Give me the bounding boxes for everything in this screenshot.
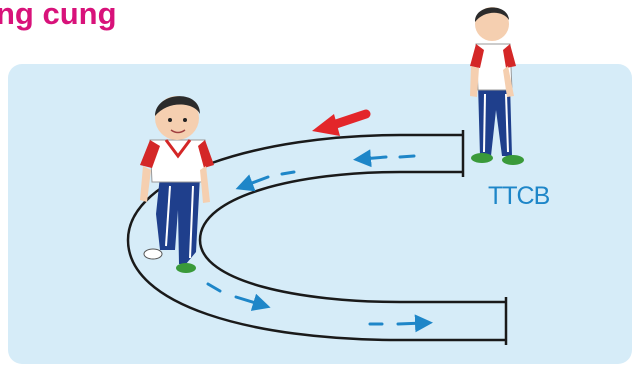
path-arrow-2 xyxy=(282,172,294,174)
boy-standing-icon xyxy=(470,7,524,165)
red-arrow-left-icon xyxy=(312,114,366,136)
boy-walking-icon xyxy=(140,96,214,273)
path-arrow-3 xyxy=(208,284,220,291)
path-arrow-4-body xyxy=(398,323,424,324)
path-arrow-3-body xyxy=(236,297,262,305)
path-arrow-2-body xyxy=(244,177,268,186)
track-inner-line xyxy=(200,172,506,302)
path-arrow-1-body xyxy=(362,157,386,159)
start-position-label: TTCB xyxy=(488,182,549,210)
path-direction-arrows xyxy=(208,156,424,324)
path-arrow-1 xyxy=(400,156,414,157)
